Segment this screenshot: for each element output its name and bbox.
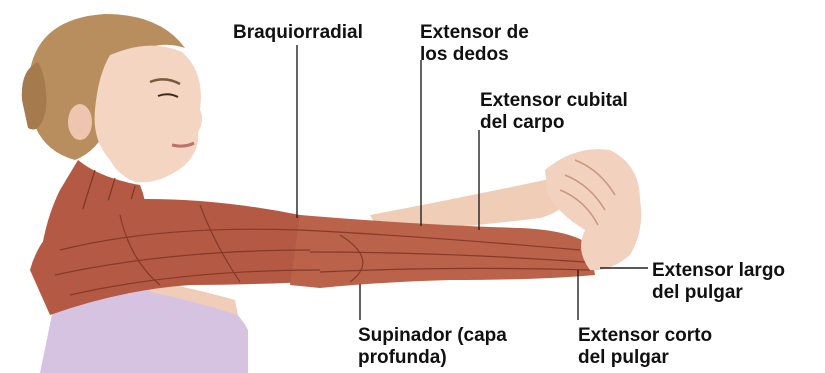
shirt: [40, 288, 248, 373]
label-extensor-largo: Extensor largo del pulgar: [652, 260, 786, 303]
hair-bun: [21, 62, 47, 130]
eyebrow: [149, 78, 181, 86]
hands: [545, 149, 642, 271]
face: [94, 45, 203, 183]
label-extensor-corto: Extensor corto del pulgar: [578, 325, 713, 368]
label-supinador: Supinador (capa profunda): [358, 325, 507, 368]
muscle-fibers: [54, 204, 591, 296]
label-extensor-dedos: Extensor de los dedos: [420, 22, 529, 65]
eye: [157, 93, 179, 98]
label-braquiorradial: Braquiorradial: [233, 22, 363, 43]
chest-skin: [150, 280, 238, 315]
ear: [68, 104, 92, 140]
mouth: [171, 141, 195, 148]
leader-lines: [296, 45, 648, 320]
label-extensor-cubital: Extensor cubital del carpo: [480, 90, 628, 133]
